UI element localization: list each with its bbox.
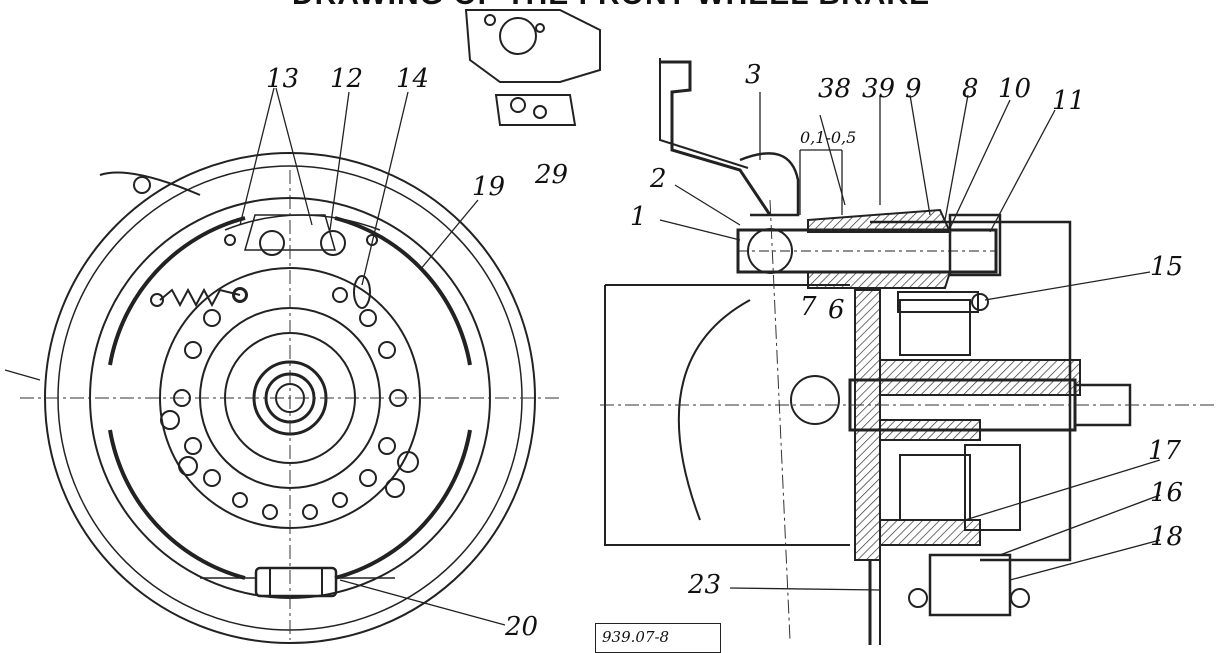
callout-6: 6 [828, 295, 845, 325]
callout-38: 38 [818, 74, 852, 104]
callout-9: 9 [905, 74, 922, 104]
reference-number: 939.07-8 [602, 628, 670, 646]
callout-13: 13 [266, 64, 300, 94]
callout-1: 1 [630, 202, 647, 232]
callout-2: 2 [650, 164, 667, 194]
callout-3: 3 [745, 60, 762, 90]
callout-20: 20 [505, 612, 539, 642]
callout-11: 11 [1052, 86, 1086, 116]
right-view-section [604, 58, 1132, 645]
callout-12: 12 [330, 64, 364, 94]
callout-16: 16 [1150, 478, 1184, 508]
callout-15: 15 [1150, 252, 1184, 282]
callout-8: 8 [962, 74, 979, 104]
callout-39: 39 [862, 74, 896, 104]
callout-18: 18 [1150, 522, 1184, 552]
callout-29: 29 [535, 160, 569, 190]
dimension-label: 0,1-0,5 [800, 128, 857, 147]
top-detail-cam [464, 9, 601, 126]
callout-7: 7 [800, 292, 817, 322]
callout-23: 23 [688, 570, 722, 600]
drawing-title: DRAWING OF THE FRONT WHEEL BRAKE [292, 0, 930, 12]
callout-10: 10 [998, 74, 1032, 104]
callout-14: 14 [396, 64, 430, 94]
callout-19: 19 [472, 172, 506, 202]
callout-17: 17 [1148, 436, 1182, 466]
